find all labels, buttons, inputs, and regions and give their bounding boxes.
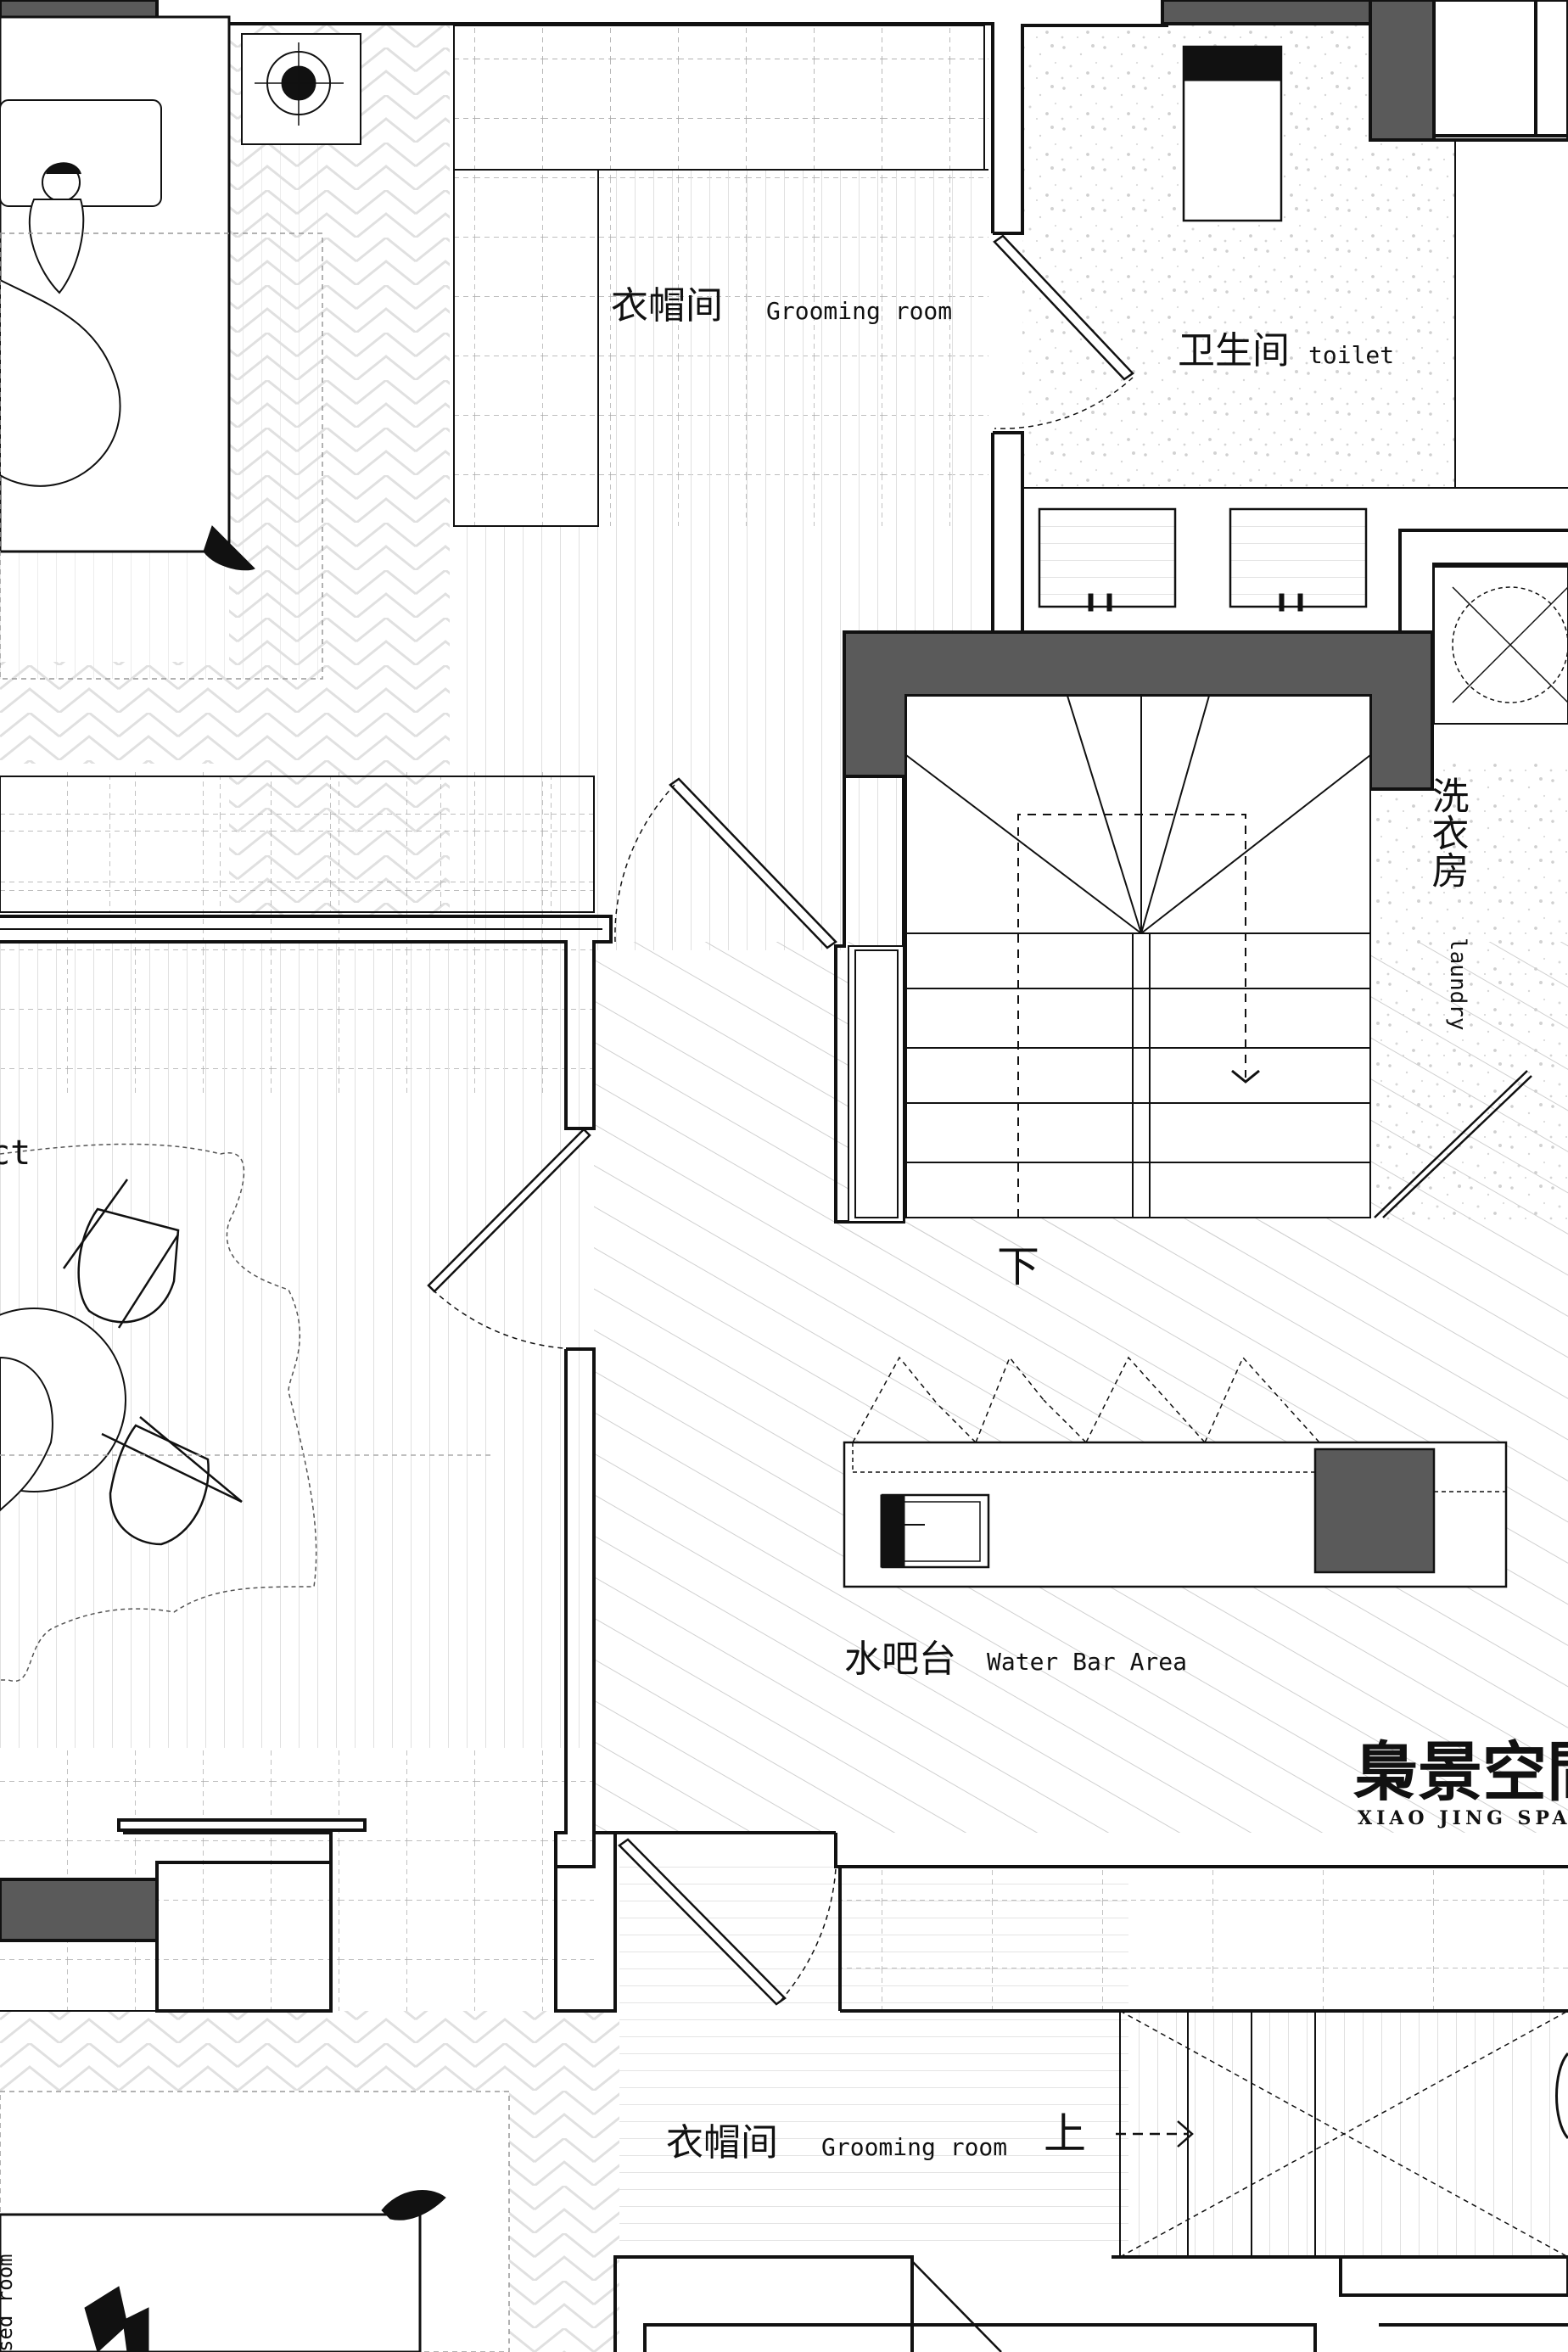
washing-machine-icon <box>1038 507 1368 612</box>
water-bar-cn: 水吧台 <box>844 1638 956 1681</box>
person-sleeping-icon <box>28 162 85 294</box>
bed-icon <box>0 15 255 571</box>
rug-icon <box>0 1143 317 1683</box>
stair-arrow-icon <box>1231 1069 1260 1084</box>
stair-down-label: 下 <box>997 1242 1039 1291</box>
chair-icon <box>62 1179 180 1329</box>
toilet-cn: 卫生间 <box>1178 329 1290 372</box>
bedroom-rug-outline <box>0 232 323 680</box>
stair-up-label: 上 <box>1044 2109 1086 2159</box>
toilet-icon <box>1182 45 1283 222</box>
doors <box>427 234 1532 2352</box>
grooming-room-bottom-en: Grooming room <box>821 2133 1007 2161</box>
laundry-cn: 洗衣房 <box>1425 776 1469 888</box>
water-bar-en: Water Bar Area <box>987 1648 1187 1676</box>
brand-name-en: XIAO JING SPACE <box>1358 1807 1568 1829</box>
bed-icon <box>0 2091 510 2352</box>
floor-drain-icon <box>1433 566 1568 725</box>
grooming-room-bottom-cn: 衣帽间 <box>666 2121 778 2164</box>
room-labels: 衣帽间 Grooming room 卫生间 toilet 洗衣房 laundry… <box>0 284 1470 2352</box>
stair-up-arrow <box>1116 2120 1194 2148</box>
brand-name-cn: 梟景空間 <box>1352 1734 1568 1810</box>
round-table-icon <box>0 1308 126 1512</box>
toilet-en: toilet <box>1308 341 1394 369</box>
brand-logo: 梟景空間 XIAO JING SPACE <box>1352 1734 1568 1829</box>
wardrobe-cabinets-top <box>0 25 988 913</box>
bottom-bedroom-label-partial: sed room <box>0 2254 17 2352</box>
sink-icon <box>880 1493 990 1569</box>
staircase <box>848 695 1371 1223</box>
grooming-room-top-en: Grooming room <box>766 297 952 325</box>
study-label-partial: ct <box>0 1134 31 1173</box>
laundry-en: laundry <box>1445 938 1470 1031</box>
nightstand <box>241 33 361 145</box>
grooming-room-top-cn: 衣帽间 <box>611 284 723 328</box>
